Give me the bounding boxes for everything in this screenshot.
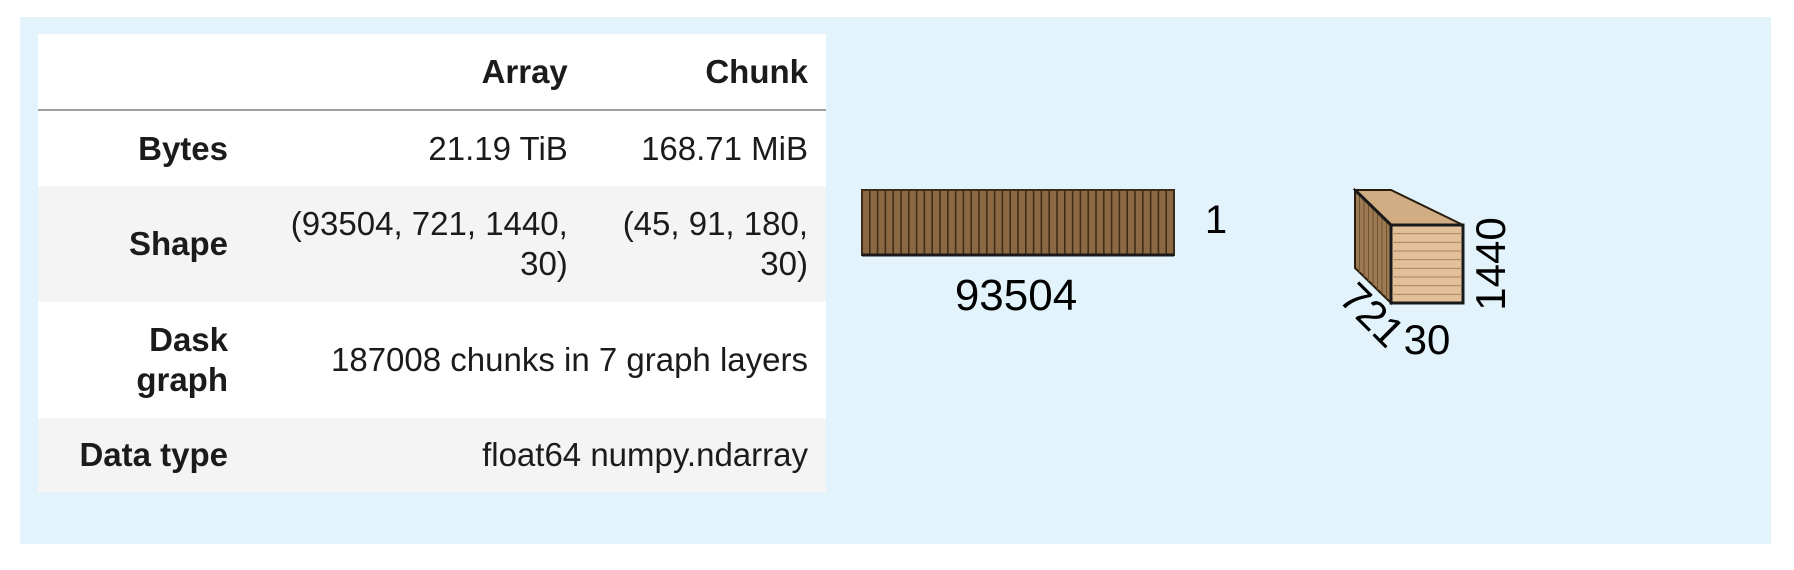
shape-array-line1: (93504, 721, 1440, bbox=[290, 205, 568, 242]
bytes-chunk-value: 168.71 MiB bbox=[641, 129, 808, 167]
bar-height-label: 1 bbox=[1205, 198, 1227, 242]
data-type-value: float64 numpy.ndarray bbox=[482, 436, 808, 473]
shape-array-value: (93504, 721, 1440, 30) bbox=[246, 186, 586, 302]
chunk-diagram: 93504 1 1440 30 721 bbox=[861, 187, 1514, 363]
shape-chunk-line2: 30) bbox=[760, 245, 808, 282]
table-header-row: Array Chunk bbox=[38, 34, 826, 111]
shape-chunk-value: (45, 91, 180, 30) bbox=[586, 186, 826, 302]
header-chunk: Chunk bbox=[585, 34, 826, 111]
cube-height-label: 1440 bbox=[1467, 217, 1514, 310]
table-row-dask-graph: Dask graph 187008 chunks in 7 graph laye… bbox=[38, 302, 826, 418]
bar-width-label: 93504 bbox=[955, 271, 1077, 320]
shape-chunk-line1: (45, 91, 180, bbox=[622, 205, 808, 242]
table-row-bytes: Bytes 21.19 TiB 168.71 MiB bbox=[38, 110, 826, 186]
row-label-dask-graph: Dask graph bbox=[38, 302, 246, 418]
table-row-shape: Shape (93504, 721, 1440, 30) (45, 91, 18… bbox=[38, 186, 826, 302]
dask-graph-value: 187008 chunks in 7 graph layers bbox=[331, 341, 808, 378]
cube-width-label: 30 bbox=[1404, 316, 1451, 363]
row-label-data-type: Data type bbox=[79, 436, 228, 473]
header-empty bbox=[38, 34, 246, 111]
array-summary-table: Array Chunk Bytes 21.19 TiB 168.71 MiB S… bbox=[38, 34, 826, 492]
output-panel: Array Chunk Bytes 21.19 TiB 168.71 MiB S… bbox=[20, 17, 1771, 544]
shape-array-line2: 30) bbox=[520, 245, 568, 282]
dask-label-line1: Dask bbox=[149, 321, 228, 358]
table-row-data-type: Data type float64 numpy.ndarray bbox=[38, 418, 826, 492]
row-label-shape: Shape bbox=[128, 225, 228, 262]
bytes-array-value: 21.19 TiB bbox=[428, 129, 568, 167]
row-label-bytes: Bytes bbox=[138, 129, 228, 167]
array-bar bbox=[861, 189, 1175, 257]
chunk-cube bbox=[1352, 187, 1465, 306]
dask-label-line2: graph bbox=[136, 361, 228, 398]
header-array: Array bbox=[246, 34, 586, 111]
